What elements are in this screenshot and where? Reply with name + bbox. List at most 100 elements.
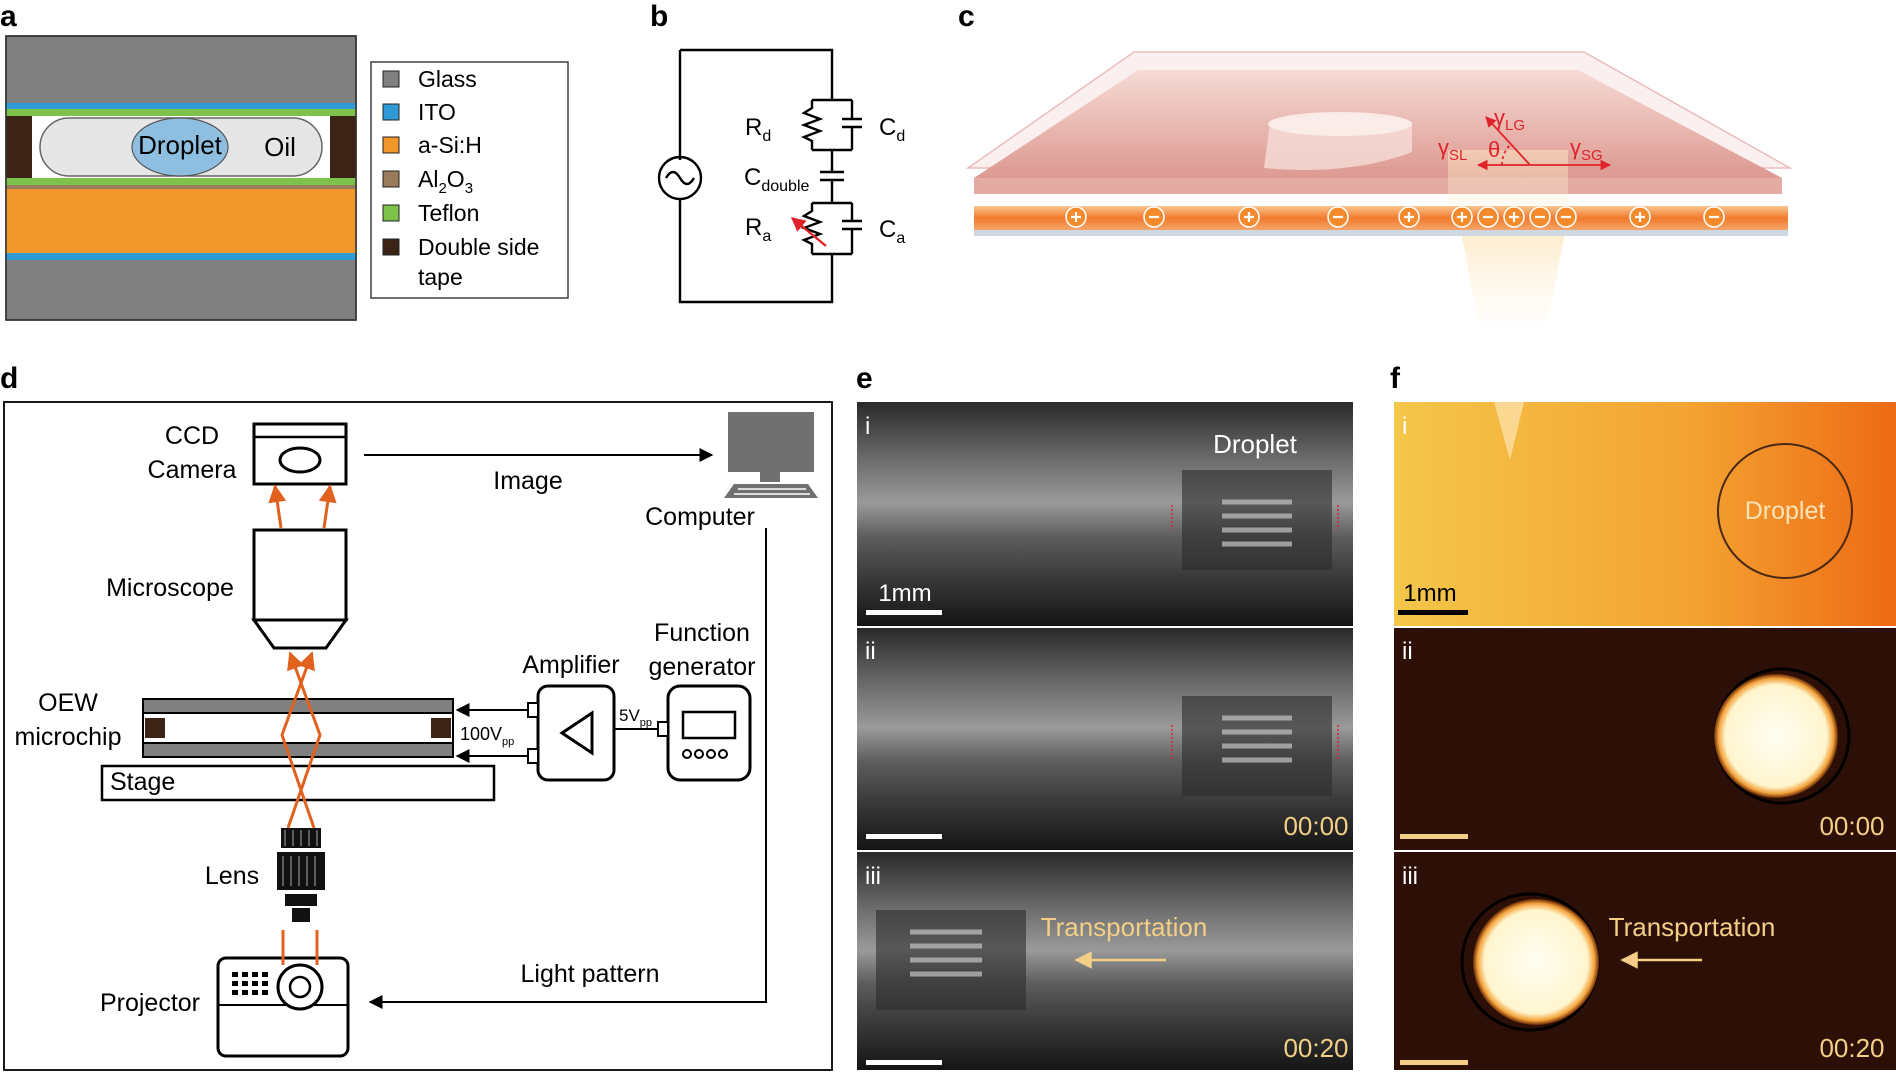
microscope	[251, 528, 349, 650]
legend-teflon: Teflon	[418, 200, 479, 226]
legend-swatch-glass	[382, 70, 400, 88]
f-scale-bar-i	[1398, 610, 1468, 615]
panel-e: e i Droplet 1mm ii 00:00	[856, 362, 1353, 1070]
rd-cd-network	[800, 98, 862, 172]
tape-right	[330, 116, 356, 178]
contact-angle-diagram	[1476, 116, 1612, 171]
e-label-iii: iii	[865, 863, 881, 890]
f-lit-droplet-ii	[1714, 674, 1838, 798]
e-label-i: i	[865, 413, 870, 440]
al2o3-layer	[6, 185, 356, 189]
lens-label: Lens	[205, 862, 259, 890]
computer-label: Computer	[645, 503, 755, 531]
f-row-ii: ii 00:00	[1394, 628, 1896, 850]
cdouble-label: Cdouble	[744, 164, 809, 195]
legend-box	[370, 61, 569, 299]
light-pattern-arrow	[368, 528, 767, 1009]
image-label: Image	[493, 467, 562, 495]
asi-layer	[6, 189, 356, 253]
f-label-i: i	[1402, 413, 1407, 440]
e-time-ii: 00:00	[1283, 811, 1348, 841]
e-scale-label: 1mm	[878, 580, 931, 607]
teflon-bottom	[6, 178, 356, 185]
f-time-iii: 00:20	[1819, 1033, 1884, 1063]
e-row-i: i Droplet 1mm	[857, 402, 1353, 626]
panel-a-letter: a	[0, 0, 17, 33]
legend-tape-1: Double side	[418, 234, 539, 260]
ra-ca-network	[800, 201, 862, 256]
theta-arc	[1501, 143, 1512, 166]
charge-row	[1065, 206, 1725, 228]
f-droplet-label: Droplet	[1745, 497, 1826, 525]
e-transport-label: Transportation	[1041, 912, 1208, 942]
v100-label: 100Vpp	[460, 724, 514, 748]
setup-frame	[3, 401, 833, 1071]
microscope-label: Microscope	[106, 574, 234, 602]
panel-e-letter: e	[856, 362, 873, 395]
f-label-iii: iii	[1402, 863, 1418, 890]
light-cone-lower	[1462, 236, 1564, 322]
legend-asi: a-Si:H	[418, 132, 482, 158]
chip-bottom-glass	[142, 742, 454, 758]
panel-c: c	[958, 0, 1793, 322]
legend-tape-2: tape	[418, 264, 463, 290]
f-scale-bar-ii	[1400, 834, 1468, 839]
e-time-iii: 00:20	[1283, 1033, 1348, 1063]
droplet	[131, 117, 229, 177]
light-beams	[268, 484, 337, 965]
e-droplet-label: Droplet	[1213, 429, 1298, 459]
e-row-ii: ii 00:00	[857, 628, 1353, 850]
camera-lens-icon	[278, 446, 322, 474]
substrate-edge	[974, 230, 1788, 236]
theta-label: θ	[1488, 137, 1500, 162]
f-image-i	[1394, 402, 1896, 626]
rd-label: Rd	[745, 114, 771, 145]
device-cross-section: Droplet Oil	[5, 35, 357, 321]
lens-icon	[277, 828, 325, 922]
top-plate-edge	[974, 178, 1782, 194]
variable-resistor-arrow	[790, 217, 827, 247]
f-row-i: i Droplet 1mm	[1394, 402, 1896, 626]
ca-label: Ca	[879, 216, 905, 247]
panel-f-letter: f	[1390, 362, 1401, 395]
wire-top	[680, 48, 834, 100]
oew-label-2: microchip	[15, 723, 122, 751]
gamma-sl-label: γSL	[1438, 135, 1467, 164]
function-label-2: generator	[648, 653, 755, 681]
legend-al2o3: Al2O3	[418, 166, 473, 197]
ra-label: Ra	[745, 214, 771, 245]
chip-gap	[142, 712, 454, 744]
function-label-1: Function	[654, 619, 750, 647]
gamma-sg-label: γSG	[1570, 135, 1603, 164]
generator-display	[681, 710, 737, 740]
f-time-ii: 00:00	[1819, 811, 1884, 841]
droplet-label: Droplet	[138, 130, 223, 160]
legend-swatch-teflon	[382, 204, 400, 222]
panel-b-letter: b	[650, 0, 668, 33]
panel-b: b Rd Cd Cdouble Ra Ca	[650, 0, 905, 304]
computer-icon	[724, 412, 818, 498]
legend-swatch-ito	[382, 103, 400, 121]
tape-left	[6, 116, 32, 178]
cdouble-capacitor	[820, 170, 844, 203]
amplifier	[536, 684, 616, 782]
legend-swatch-asi	[382, 136, 400, 154]
e-scale-bar-i	[866, 610, 942, 615]
amplifier-triangle-icon	[559, 710, 594, 756]
e-row-iii: iii Transportation 00:20	[857, 852, 1353, 1070]
e-scale-bar-iii	[866, 1060, 942, 1065]
keyboard	[724, 484, 818, 498]
legend-glass: Glass	[418, 66, 477, 92]
e-label-ii: ii	[865, 638, 876, 665]
light-pattern-label: Light pattern	[521, 960, 660, 988]
legend-a: Glass ITO a-Si:H Al2O3 Teflon Double sid…	[370, 61, 569, 299]
f-label-ii: ii	[1402, 638, 1413, 665]
projector-label: Projector	[100, 989, 200, 1017]
f-scale-label: 1mm	[1403, 580, 1456, 607]
oil-label: Oil	[264, 132, 296, 162]
e-scale-bar-ii	[866, 834, 942, 839]
ito-top	[6, 103, 356, 109]
wire-left	[678, 50, 834, 304]
f-lit-droplet-iii	[1473, 899, 1599, 1025]
